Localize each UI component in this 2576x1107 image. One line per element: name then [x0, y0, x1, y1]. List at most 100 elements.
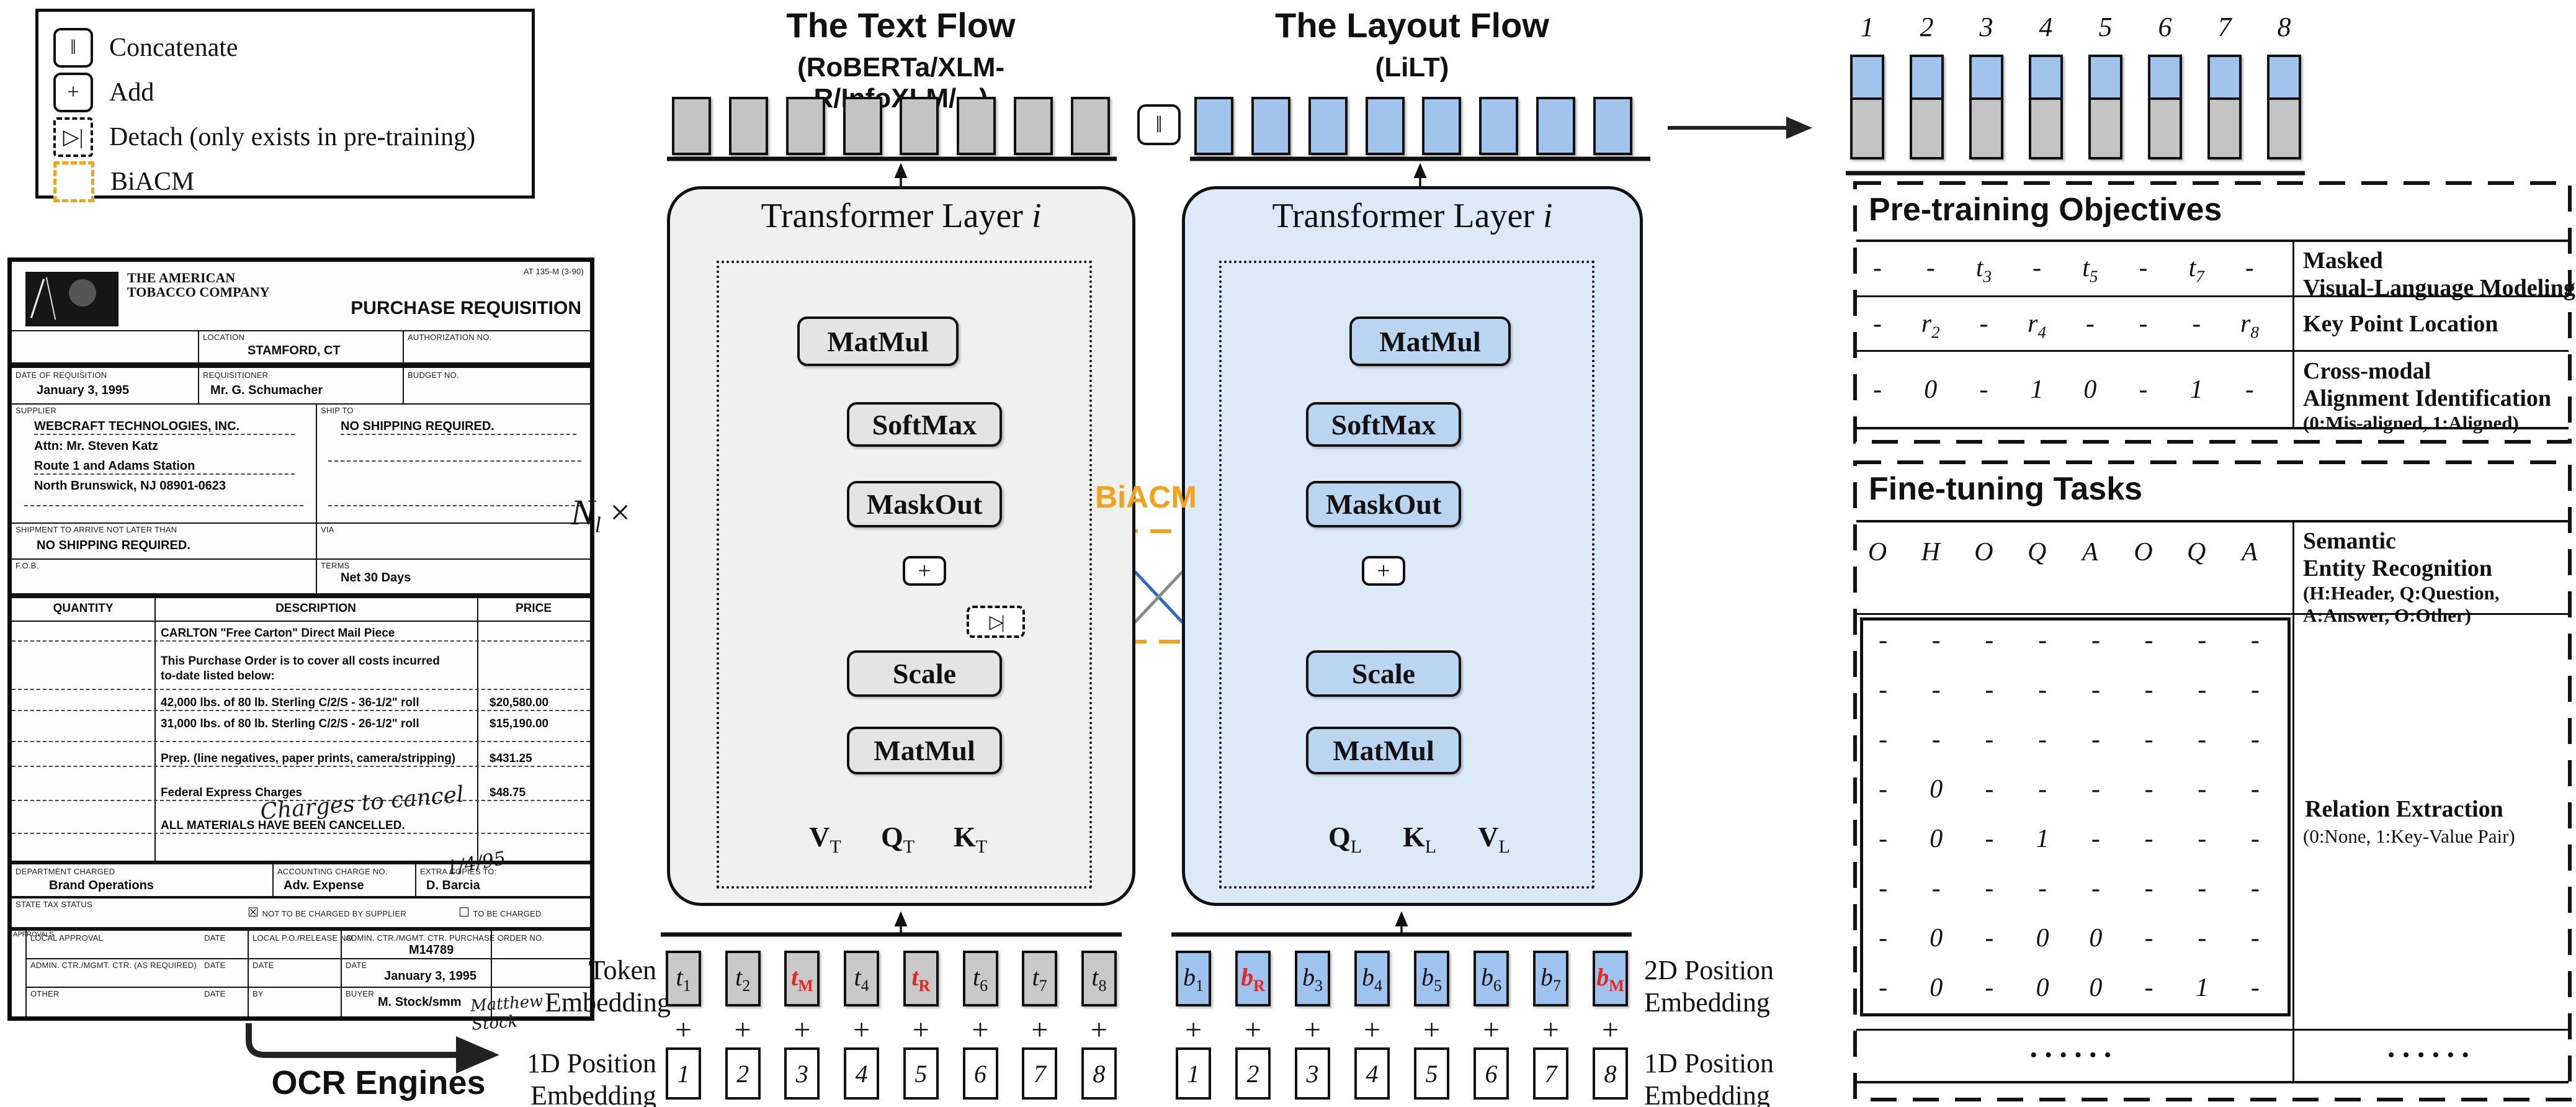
token-embedding-label: Token Embedding [545, 954, 671, 1019]
qkv-input-label: QT [880, 821, 915, 858]
matrix-cell: - [2091, 874, 2100, 903]
matrix-cell: - [1931, 874, 1941, 903]
position-embedding-box: 2 [1235, 1047, 1271, 1100]
matrix-cell: - [2091, 775, 2100, 804]
matrix-cell: - [1985, 825, 1994, 853]
table-cell: A [2082, 538, 2098, 567]
text-matmul-bottom-block: MatMul [847, 727, 1002, 774]
detach-glyph: ▷| [63, 126, 84, 149]
layout-flow-subtitle: (LiLT) [1375, 52, 1449, 83]
matrix-cell: - [2038, 874, 2047, 903]
label-line: Semantic [2303, 528, 2396, 554]
label-line: Embedding [1644, 987, 1770, 1018]
token-embedding-box: t2 [725, 951, 761, 1006]
layout-embedding-box: b6 [1474, 951, 1509, 1006]
layout-scale-block: Scale [1306, 650, 1461, 697]
layout-feature-bars [1194, 97, 1632, 155]
doc-acct-value: Adv. Expense [284, 879, 364, 892]
relation-extraction-label: Relation Extraction [2305, 796, 2503, 822]
biacm-icon [53, 161, 94, 202]
output-token-bar [1969, 55, 2003, 159]
layout-matmul-top-block: MatMul [1349, 316, 1511, 366]
output-token-index: 3 [1979, 12, 1993, 42]
doc-tax-label: STATE TAX STATUS [16, 900, 92, 909]
matrix-cell: 0 [1930, 924, 1943, 952]
table-cell: 0 [1924, 375, 1938, 404]
table-cell: O [1867, 538, 1887, 567]
label-line: Cross-modal [2303, 358, 2431, 384]
matrix-cell: - [1879, 825, 1887, 853]
table-cell: O [2134, 538, 2153, 567]
checked-checkbox-icon: ☒ [248, 906, 259, 920]
doc-line-desc: This Purchase Order is to cover all cost… [161, 655, 440, 683]
text-flow-title: The Text Flow [786, 6, 1016, 45]
2d-position-label: 2D Position Embedding [1644, 954, 1830, 1019]
table-cell: - [1873, 254, 1882, 282]
add-sign: + [1031, 1013, 1049, 1046]
output-token-index: 4 [2039, 12, 2053, 42]
text-feature-bar [1070, 97, 1110, 155]
layer-title-text: Transformer Layer [1272, 197, 1534, 235]
matrix-cell: - [1879, 775, 1887, 804]
legend-item-label: Detach (only exists in pre-training) [109, 123, 476, 151]
matrix-cell: - [1985, 874, 1994, 903]
matrix-cell: - [2250, 626, 2260, 655]
concatenate-symbol: ‖ [1155, 112, 1163, 138]
position-embedding-box: 7 [1022, 1047, 1058, 1100]
output-token-index: 6 [2158, 12, 2172, 42]
output-token-index: 7 [2217, 12, 2232, 42]
layout-attention-dotted-box [1219, 261, 1594, 889]
matrix-cell: - [2038, 676, 2047, 704]
doc-copies-value: D. Barcia [426, 879, 480, 892]
layout-feature-bar [1194, 97, 1233, 155]
legend-item-detach: ▷| Detach (only exists in pre-training) [53, 117, 475, 157]
matrix-cell: - [2250, 676, 2260, 704]
output-token-index: 2 [1920, 12, 1934, 42]
layout-embedding-box: b7 [1533, 951, 1568, 1006]
doc-dept-value: Brand Operations [49, 879, 154, 892]
position-embedding-box: 5 [903, 1047, 939, 1100]
matrix-cell: - [2144, 874, 2153, 903]
text-feature-bar [728, 97, 768, 155]
matrix-cell: - [2091, 725, 2100, 754]
finetuning-title: Fine-tuning Tasks [1869, 471, 2143, 507]
layout-layer-title: Transformer Layer i [1182, 196, 1643, 236]
matrix-cell: - [2198, 924, 2207, 952]
doc-line-price: $48.75 [490, 786, 526, 799]
matrix-row: -------- [1864, 669, 2274, 711]
table-cell: - [2139, 310, 2148, 338]
add-sign: + [734, 1013, 751, 1046]
doc-date-col-label: DATE [253, 961, 274, 970]
text-softmax-block: SoftMax [847, 402, 1002, 447]
legend-item-add: + Add [53, 73, 154, 112]
label-line: Embedding [545, 987, 671, 1018]
doc-auth-label: AUTHORIZATION NO. [408, 333, 492, 342]
text-detach-box: ▷| [967, 606, 1025, 638]
position-embedding-box: 5 [1414, 1047, 1449, 1100]
doc-fob-label: F.O.B. [16, 561, 39, 570]
layout-embedding-box: b4 [1354, 951, 1390, 1006]
doc-location-value: STAMFORD, CT [248, 344, 341, 357]
matrix-cell: - [1879, 626, 1887, 655]
token-embedding-box: t6 [962, 951, 998, 1006]
text-feature-bar [1014, 97, 1053, 155]
doc-dept-label: DEPARTMENT CHARGED [16, 867, 115, 876]
matrix-cell: - [2144, 924, 2153, 952]
doc-company-name: THE AMERICAN TOBACCO COMPANY [127, 270, 270, 300]
text-add-box: + [903, 556, 946, 586]
matrix-row: -0------ [1864, 768, 2274, 810]
pretraining-panel-border [1853, 181, 2572, 444]
company-logo [25, 272, 119, 326]
output-token-index: 1 [1860, 12, 1874, 42]
layout-feature-bar [1479, 97, 1519, 155]
add-sign: + [1423, 1013, 1441, 1046]
doc-po-label: ADMIN. CTR./MGMT. CTR. PURCHASE ORDER NO… [346, 933, 545, 943]
qkv-input-label: KT [953, 821, 988, 858]
table-cell: t7 [2188, 254, 2204, 286]
matrix-cell: - [2198, 874, 2207, 903]
